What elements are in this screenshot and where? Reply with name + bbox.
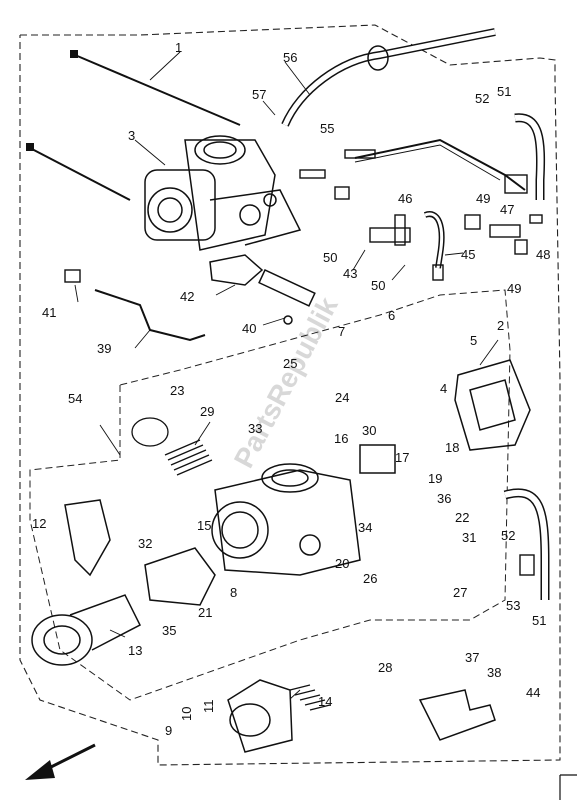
callout-20: 20 [335, 556, 349, 571]
callout-16: 16 [334, 431, 348, 446]
callout-35: 35 [162, 623, 176, 638]
callout-26: 26 [363, 571, 377, 586]
callout-50-lower: 50 [371, 278, 385, 293]
assembly-frame [19, 24, 561, 766]
callout-13: 13 [128, 643, 142, 658]
callout-1: 1 [175, 40, 182, 55]
cover-30 [359, 444, 396, 474]
callout-49-upper: 49 [476, 191, 490, 206]
callout-6: 6 [388, 308, 395, 323]
callout-47: 47 [500, 202, 514, 217]
callout-21: 21 [198, 605, 212, 620]
callout-7: 7 [338, 324, 345, 339]
fitting-55 [299, 149, 376, 200]
callout-22: 22 [455, 510, 469, 525]
callout-49-lower: 49 [507, 281, 521, 296]
callout-32: 32 [138, 536, 152, 551]
lever-12 [64, 499, 111, 577]
diaphragm-13 [31, 594, 142, 666]
callout-51-lower: 51 [532, 613, 546, 628]
callout-53: 53 [506, 598, 520, 613]
callout-46: 46 [398, 191, 412, 206]
vent-hose-56 [281, 28, 496, 127]
callout-18: 18 [445, 440, 459, 455]
callout-51-upper: 51 [497, 84, 511, 99]
callout-31: 31 [462, 530, 476, 545]
direction-arrow [25, 743, 96, 780]
callout-33: 33 [248, 421, 262, 436]
top-cover-2 [454, 359, 531, 451]
callout-54: 54 [68, 391, 82, 406]
callout-11: 11 [201, 700, 216, 714]
callout-23: 23 [170, 383, 184, 398]
callout-45: 45 [461, 247, 475, 262]
long-screw-lower [29, 147, 131, 201]
long-screw-upper [74, 54, 241, 126]
callout-3: 3 [128, 128, 135, 143]
callout-24: 24 [335, 390, 349, 405]
callout-39: 39 [97, 341, 111, 356]
leader-lines [74, 51, 499, 700]
callout-42: 42 [180, 289, 194, 304]
callout-55: 55 [320, 121, 334, 136]
callout-48: 48 [536, 247, 550, 262]
callout-17: 17 [395, 450, 409, 465]
callout-41: 41 [42, 305, 56, 320]
t-fitting-43 [369, 211, 445, 281]
callout-37: 37 [465, 650, 479, 665]
callout-28: 28 [378, 660, 392, 675]
body-subframe [29, 289, 511, 701]
carburetor-body-lower [211, 463, 361, 576]
callout-40: 40 [242, 321, 256, 336]
callout-19: 19 [428, 471, 442, 486]
callout-50-upper: 50 [323, 250, 337, 265]
spring-29 [131, 417, 213, 476]
callout-25: 25 [283, 356, 297, 371]
callout-30: 30 [362, 423, 376, 438]
callout-9: 9 [165, 723, 172, 738]
callout-4: 4 [440, 381, 447, 396]
fuel-pipe [354, 138, 526, 191]
callout-labels: 1 2 3 4 5 6 7 8 9 10 11 12 13 14 15 16 1… [32, 40, 550, 738]
callout-8: 8 [230, 585, 237, 600]
callout-56: 56 [283, 50, 297, 65]
callout-43: 43 [343, 266, 357, 281]
callout-10: 10 [179, 707, 194, 721]
fitting-47-49 [464, 214, 543, 255]
bracket-42 [209, 254, 316, 325]
callout-2: 2 [497, 318, 504, 333]
callout-34: 34 [358, 520, 372, 535]
callout-44: 44 [526, 685, 540, 700]
callout-5: 5 [470, 333, 477, 348]
callout-38: 38 [487, 665, 501, 680]
callout-52-lower: 52 [501, 528, 515, 543]
spring-14 [289, 684, 331, 711]
callout-14: 14 [318, 694, 332, 709]
callout-12: 12 [32, 516, 46, 531]
callout-29: 29 [200, 404, 214, 419]
carburetor-assembly-top [144, 135, 302, 251]
callout-36: 36 [437, 491, 451, 506]
cap-lower [227, 679, 293, 753]
callout-15: 15 [197, 518, 211, 533]
watermark: PartsRepublik [228, 292, 344, 473]
callout-52-upper: 52 [475, 91, 489, 106]
bracket-bottom-right [418, 689, 496, 741]
callout-57: 57 [252, 87, 266, 102]
float-chamber-21 [144, 547, 216, 606]
callout-27: 27 [453, 585, 467, 600]
